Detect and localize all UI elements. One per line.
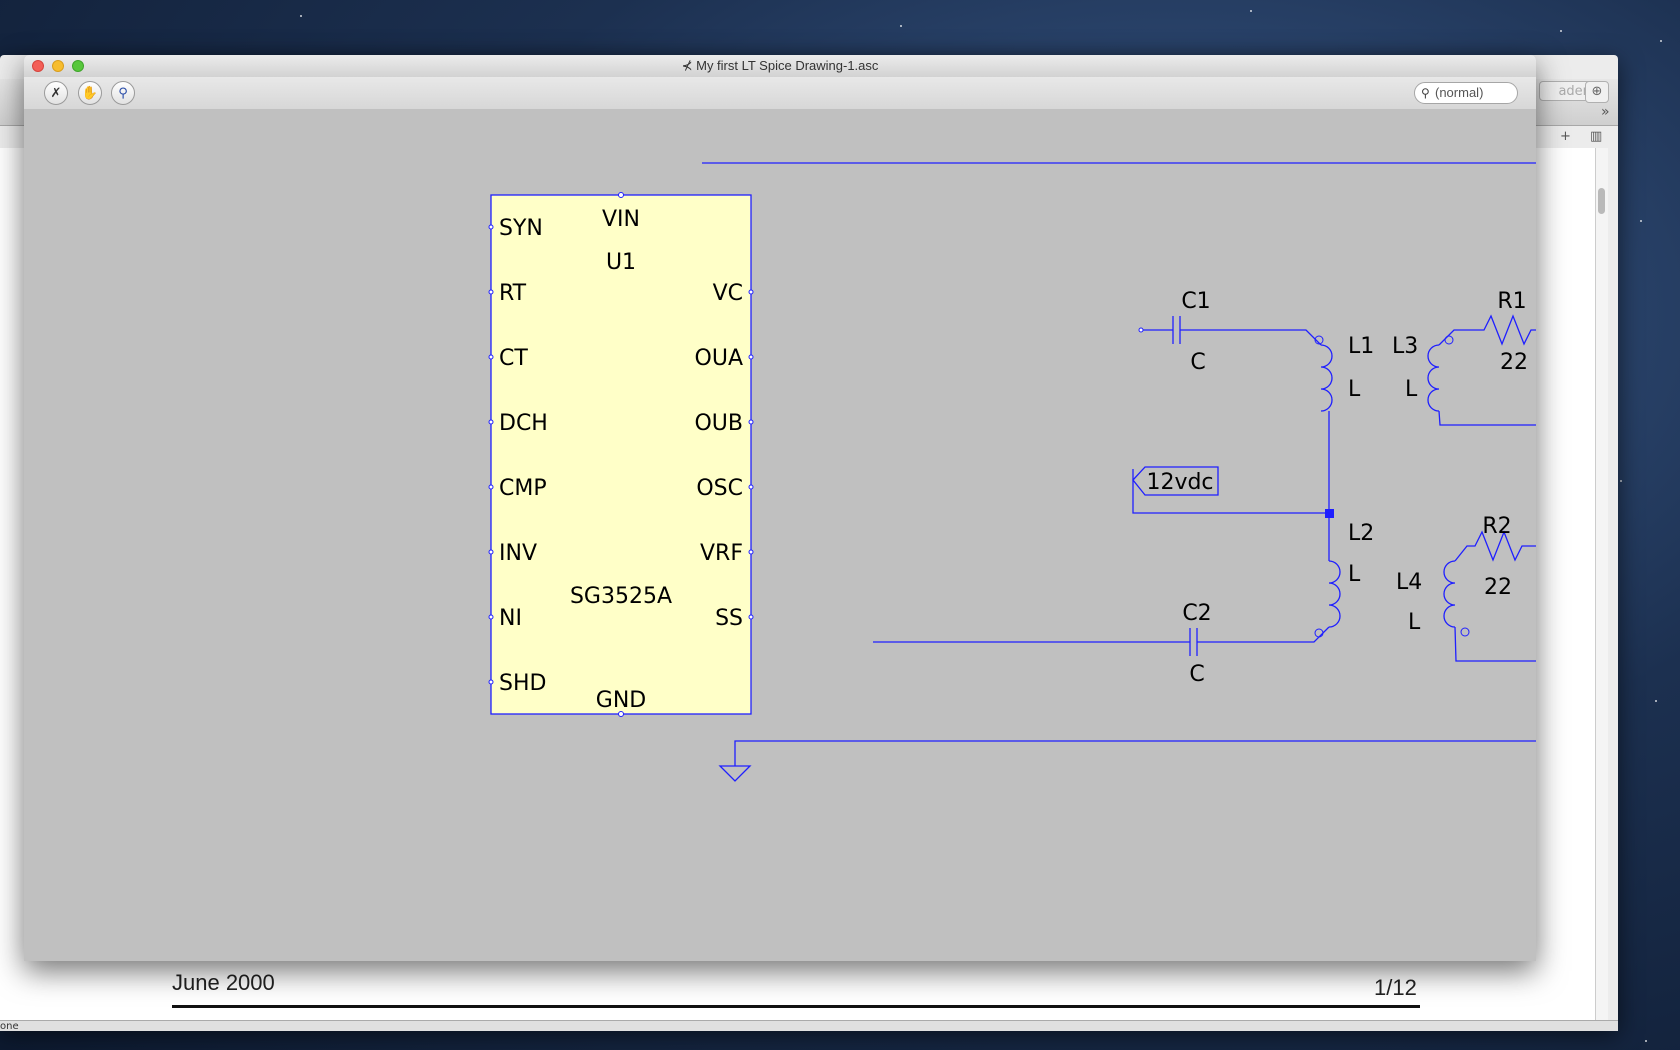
schematic-canvas[interactable]: VIN U1 GND SG3525A SYN RT CT DCH CMP INV… (24, 109, 1536, 961)
pin-vin-node[interactable] (618, 192, 624, 198)
l3-ref: L3 (1392, 334, 1418, 359)
pin-node[interactable] (488, 484, 494, 490)
l3-value: L (1405, 377, 1418, 402)
l1-ref: L1 (1348, 334, 1374, 359)
schematic-drawing[interactable]: VIN U1 GND SG3525A SYN RT CT DCH CMP INV… (24, 109, 1536, 961)
probe-icon[interactable]: ⚲ (111, 81, 135, 105)
ic-pin-left: INV (499, 541, 537, 566)
r2-value: 22 (1484, 575, 1512, 600)
minimize-button[interactable] (52, 60, 64, 72)
status-bar: one (0, 1020, 1618, 1032)
c1-value: C (1190, 350, 1205, 375)
download-icon[interactable]: ⊕ (1585, 81, 1609, 103)
net-label: 12vdc (1146, 470, 1213, 495)
pin-node[interactable] (488, 549, 494, 555)
zoom-button[interactable] (72, 60, 84, 72)
l2-ref: L2 (1348, 521, 1374, 546)
ic-pin-left: DCH (499, 411, 548, 436)
pin-node[interactable] (488, 224, 494, 230)
ic-pin-right: VC (713, 281, 743, 306)
ic-part: SG3525A (570, 584, 672, 609)
close-button[interactable] (32, 60, 44, 72)
ic-pin-gnd: GND (596, 688, 646, 713)
inductor-l1[interactable] (1320, 344, 1333, 412)
ic-pin-right: VRF (700, 541, 743, 566)
ic-pin-left: CMP (499, 476, 547, 501)
chevron-right-icon[interactable]: » (1601, 104, 1610, 120)
pin-node[interactable] (748, 354, 754, 360)
toolbar: ✗ ✋ ⚲ ⚲ (normal) (24, 77, 1536, 110)
document-icon: ⊀ (681, 58, 697, 73)
l4-value: L (1408, 610, 1421, 635)
ic-pin-left: CT (499, 346, 528, 371)
r1-ref: R1 (1497, 289, 1526, 314)
document-date: June 2000 (172, 970, 275, 995)
ic-pin-vin: VIN (602, 207, 640, 232)
search-input[interactable]: ⚲ (normal) (1414, 82, 1518, 104)
c1-node[interactable] (1138, 327, 1144, 333)
ic-pin-right: OUA (695, 346, 743, 371)
run-icon[interactable]: ✗ (44, 81, 68, 105)
inductor-l2[interactable] (1328, 560, 1341, 628)
window-title: ⊀ My first LT Spice Drawing-1.asc (681, 58, 879, 73)
ic-pin-right: OSC (696, 476, 743, 501)
ic-pin-left: RT (499, 281, 527, 306)
ic-body[interactable] (490, 194, 752, 715)
background-scrollbar[interactable] (1595, 148, 1608, 1023)
c1-ref: C1 (1181, 289, 1210, 314)
pin-node[interactable] (488, 614, 494, 620)
inductor-l3[interactable] (1427, 344, 1440, 412)
title-bar[interactable]: ⊀ My first LT Spice Drawing-1.asc (24, 55, 1536, 78)
halt-icon[interactable]: ✋ (78, 81, 102, 105)
ic-ref: U1 (606, 250, 636, 275)
ic-pin-left: SHD (499, 671, 546, 696)
pin-gnd-node[interactable] (618, 711, 624, 717)
page-number: 1/12 (1374, 975, 1417, 1000)
ic-pin-right: OUB (694, 411, 743, 436)
c2-ref: C2 (1182, 601, 1211, 626)
ltspice-window: ⊀ My first LT Spice Drawing-1.asc ✗ ✋ ⚲ … (24, 55, 1536, 961)
search-icon: ⚲ (1421, 86, 1430, 100)
pin-node[interactable] (488, 679, 494, 685)
r2-ref: R2 (1482, 514, 1511, 539)
ic-pin-left: SYN (499, 216, 543, 241)
pin-node[interactable] (488, 289, 494, 295)
plus-icon[interactable]: + (1560, 129, 1571, 144)
page-footer-rule (172, 1005, 1420, 1008)
c2-value: C (1189, 662, 1204, 687)
ground-symbol[interactable] (718, 765, 752, 782)
resistor-r2[interactable] (1454, 530, 1536, 562)
pin-node[interactable] (748, 614, 754, 620)
pin-node[interactable] (748, 484, 754, 490)
ic-pin-left: NI (499, 606, 522, 631)
l1-value: L (1348, 377, 1361, 402)
pin-node[interactable] (748, 419, 754, 425)
pin-node[interactable] (748, 289, 754, 295)
inductor-l4[interactable] (1443, 560, 1456, 628)
ic-pin-right: SS (715, 606, 743, 631)
pin-node[interactable] (488, 354, 494, 360)
pin-node[interactable] (488, 419, 494, 425)
scroll-thumb[interactable] (1598, 188, 1605, 214)
pin-node[interactable] (748, 549, 754, 555)
net-label-flag[interactable] (1132, 466, 1219, 496)
resistor-r1[interactable] (1438, 314, 1536, 346)
l4-ref: L4 (1396, 570, 1422, 595)
columns-icon[interactable]: ▥ (1590, 129, 1603, 144)
r1-value: 22 (1500, 350, 1528, 375)
wire-ground[interactable] (734, 740, 1536, 766)
l2-value: L (1348, 562, 1361, 587)
